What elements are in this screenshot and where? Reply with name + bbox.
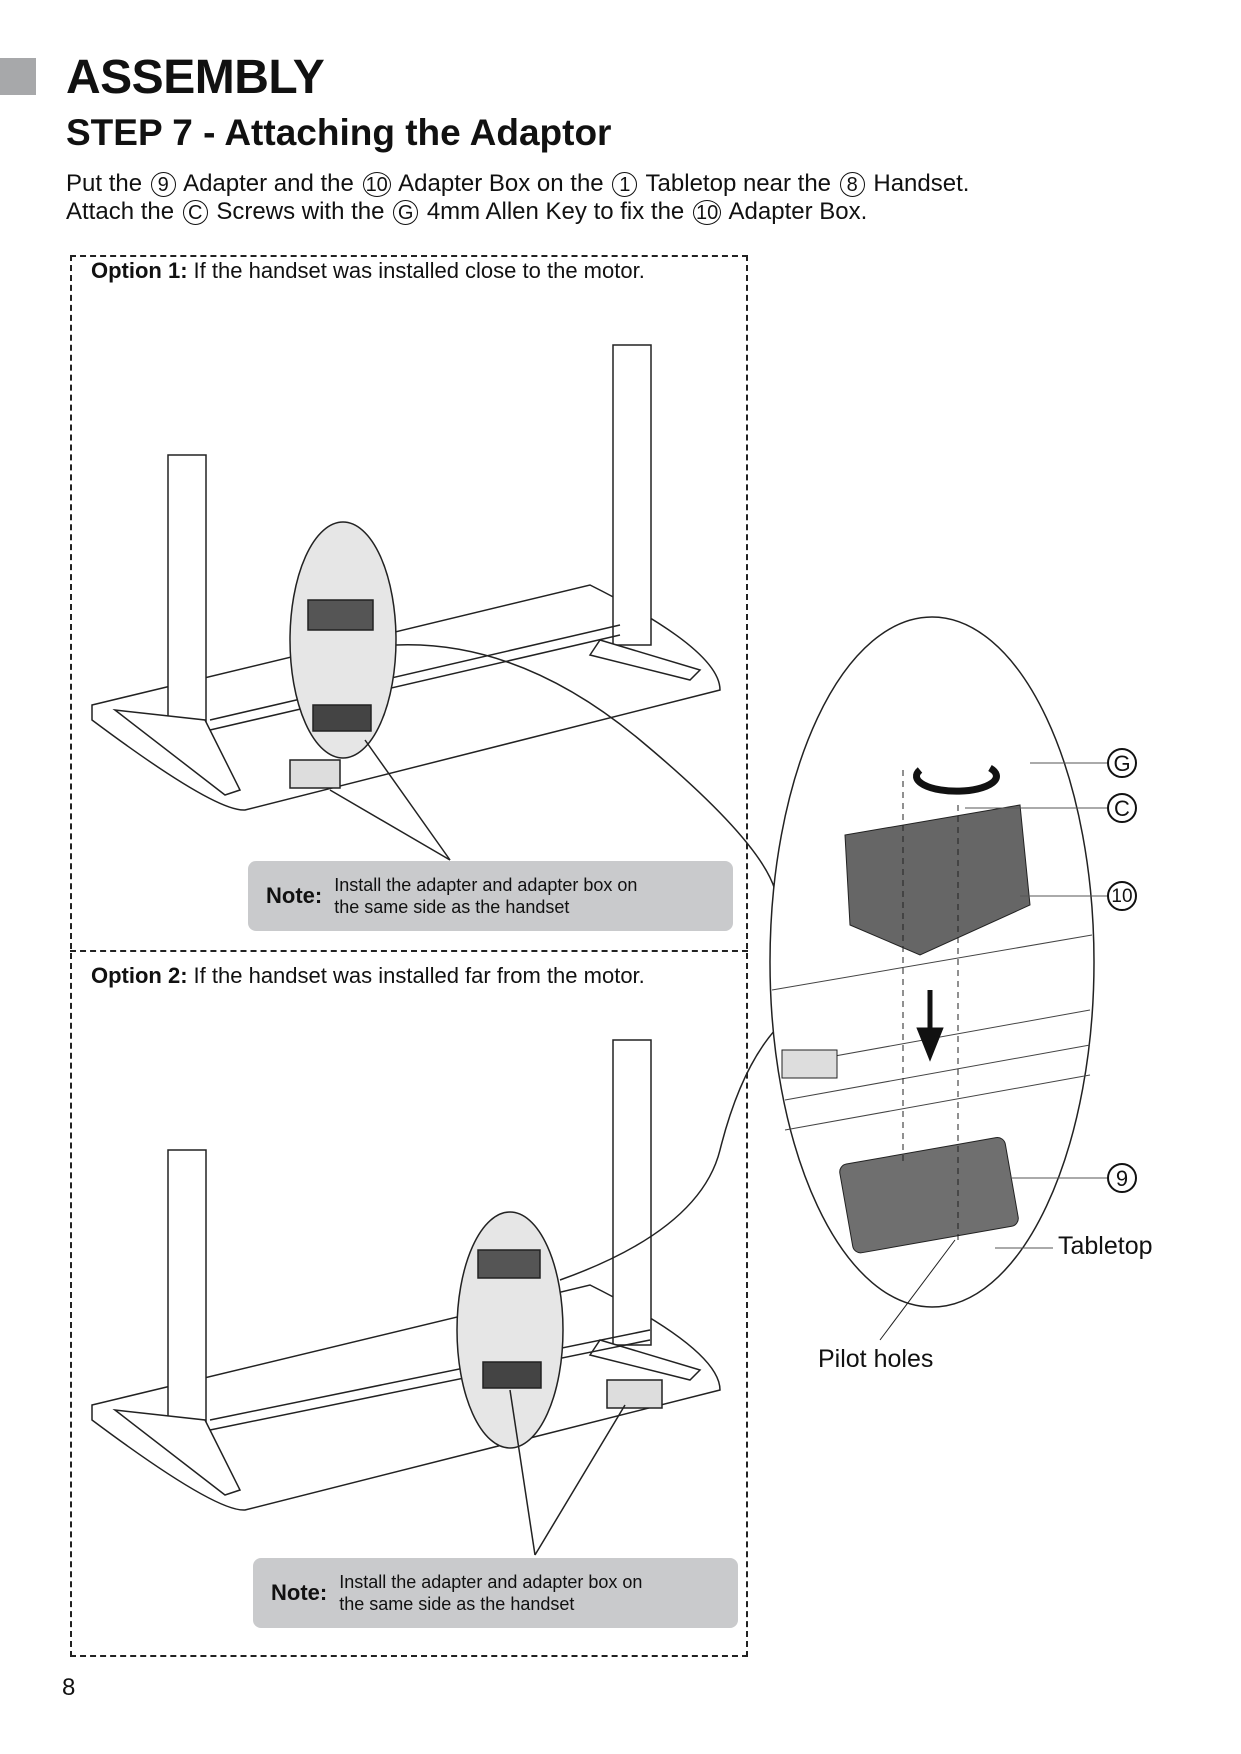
instruction-line-2: Attach the C Screws with the G 4mm Allen… [66, 198, 867, 226]
part-callout: 10 [362, 172, 391, 198]
text: Handset. [873, 170, 970, 197]
text: Attach the [66, 198, 175, 225]
option2-text: If the handset was installed far from th… [193, 963, 645, 988]
option2-heading: Option 2:If the handset was installed fa… [91, 963, 645, 989]
options-frame [70, 255, 748, 1657]
callout-10: 10 [1107, 881, 1137, 911]
part-callout: 1 [612, 172, 638, 198]
step-title: STEP 7 - Attaching the Adaptor [66, 112, 612, 153]
callout-c: C [1107, 793, 1137, 823]
text: Tabletop near the [645, 170, 832, 197]
instruction-line-1: Put the 9 Adapter and the 10 Adapter Box… [66, 170, 969, 198]
desk-option2 [91, 1029, 776, 1556]
note-line: Install the adapter and adapter box on [339, 1572, 643, 1592]
option2-note: Note: Install the adapter and adapter bo… [253, 1558, 738, 1628]
options-divider [70, 950, 748, 952]
note-line: the same side as the handset [334, 897, 570, 917]
text: Put the [66, 170, 143, 197]
callout-g: G [1107, 748, 1137, 778]
option2-label: Option 2: [91, 963, 188, 988]
section-marker [0, 58, 36, 95]
option1-heading: Option 1:If the handset was installed cl… [91, 258, 645, 284]
detail-view [769, 616, 1107, 1341]
page-number: 8 [62, 1674, 76, 1701]
part-callout: 9 [150, 172, 176, 198]
text: 4mm Allen Key to fix the [426, 198, 685, 225]
option1-text: If the handset was installed close to th… [193, 258, 645, 283]
option1-label: Option 1: [91, 258, 188, 283]
text: Adapter Box on the [398, 170, 604, 197]
pilot-holes-label: Pilot holes [818, 1345, 934, 1373]
note-label: Note: [271, 1580, 328, 1605]
part-callout: C [182, 200, 208, 226]
note-line: the same side as the handset [339, 1594, 575, 1614]
text: Adapter Box. [728, 198, 868, 225]
option1-note: Note: Install the adapter and adapter bo… [248, 861, 733, 931]
note-label: Note: [266, 883, 323, 908]
page-title: ASSEMBLY [66, 51, 325, 104]
part-callout: 10 [692, 200, 722, 226]
tabletop-label: Tabletop [1058, 1232, 1153, 1260]
text: Screws with the [216, 198, 385, 225]
callout-9: 9 [1107, 1163, 1137, 1193]
note-line: Install the adapter and adapter box on [334, 875, 638, 895]
text: Adapter and the [183, 170, 354, 197]
part-callout: 8 [839, 172, 865, 198]
desk-option1 [91, 344, 776, 891]
part-callout: G [393, 200, 419, 226]
